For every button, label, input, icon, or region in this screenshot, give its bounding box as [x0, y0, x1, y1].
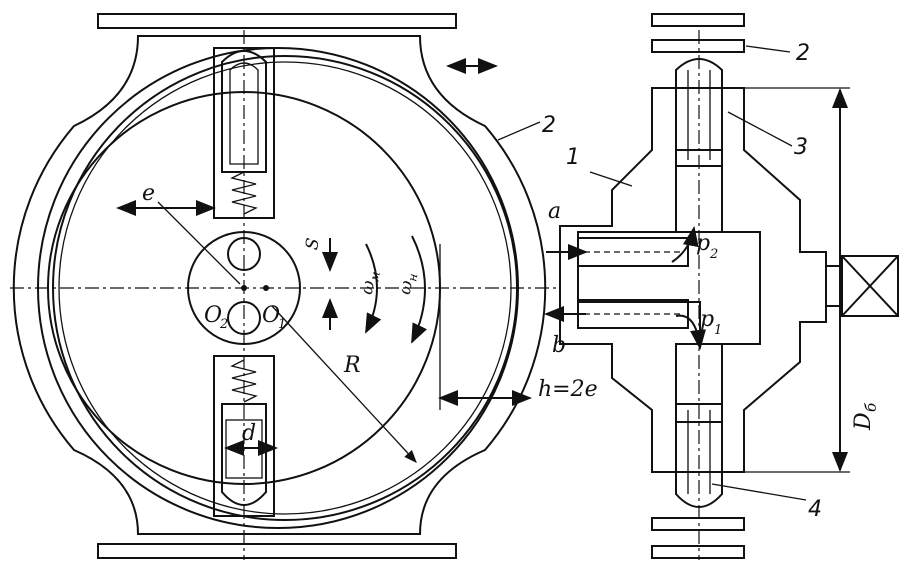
label-omega-n: ω	[395, 279, 417, 296]
label-p1-sub: 1	[714, 323, 722, 338]
right-body	[559, 87, 827, 473]
label-db: D	[851, 412, 876, 431]
label-a: a	[548, 199, 561, 224]
lower-piston-side	[675, 403, 723, 508]
label-r: R	[343, 353, 361, 378]
label-s: S	[302, 237, 324, 252]
label-p1: p	[700, 307, 714, 332]
e-leader	[157, 201, 241, 285]
top-guide	[97, 13, 457, 29]
left-view	[10, 13, 560, 560]
label-o2-sub: 2	[219, 317, 228, 332]
omega-n-arrow	[411, 235, 428, 344]
label-e: e	[142, 181, 155, 206]
right-top-guide	[651, 13, 745, 27]
leader-2-left	[497, 121, 541, 141]
leader-3	[727, 111, 793, 147]
label-p2: p	[696, 231, 710, 256]
label-2-left: 2	[542, 113, 556, 138]
label-omega-m-sub: м	[367, 270, 383, 282]
label-o1-sub: 1	[278, 317, 286, 332]
label-db-sub: б	[862, 402, 880, 412]
label-1: 1	[566, 145, 580, 170]
label-2-right: 2	[796, 41, 810, 66]
right-bottom-guide	[651, 517, 745, 531]
label-d: d	[242, 421, 256, 446]
label-p2-sub: 2	[709, 247, 718, 262]
label-h: h=2e	[538, 377, 598, 402]
leader-4	[711, 483, 807, 501]
upper-piston-spring-pack	[229, 62, 259, 165]
label-o1: O	[262, 303, 280, 328]
right-view	[544, 13, 899, 560]
bottom-guide	[97, 543, 457, 559]
p2-arrow	[671, 226, 699, 263]
omega-m-arrow	[365, 243, 382, 334]
upper-piston-side	[675, 58, 723, 167]
label-b: b	[552, 333, 566, 358]
stator-housing	[12, 35, 547, 535]
label-3: 3	[794, 135, 808, 160]
leader-2-right	[745, 45, 791, 53]
label-omega-n-sub: н	[405, 272, 420, 282]
label-4: 4	[808, 497, 822, 522]
leader-1	[589, 171, 633, 187]
label-omega-m: ω	[357, 279, 379, 296]
upper-piston	[221, 50, 267, 173]
lower-piston	[221, 403, 267, 506]
label-o2: O	[204, 303, 222, 328]
r-dimension	[271, 305, 417, 463]
